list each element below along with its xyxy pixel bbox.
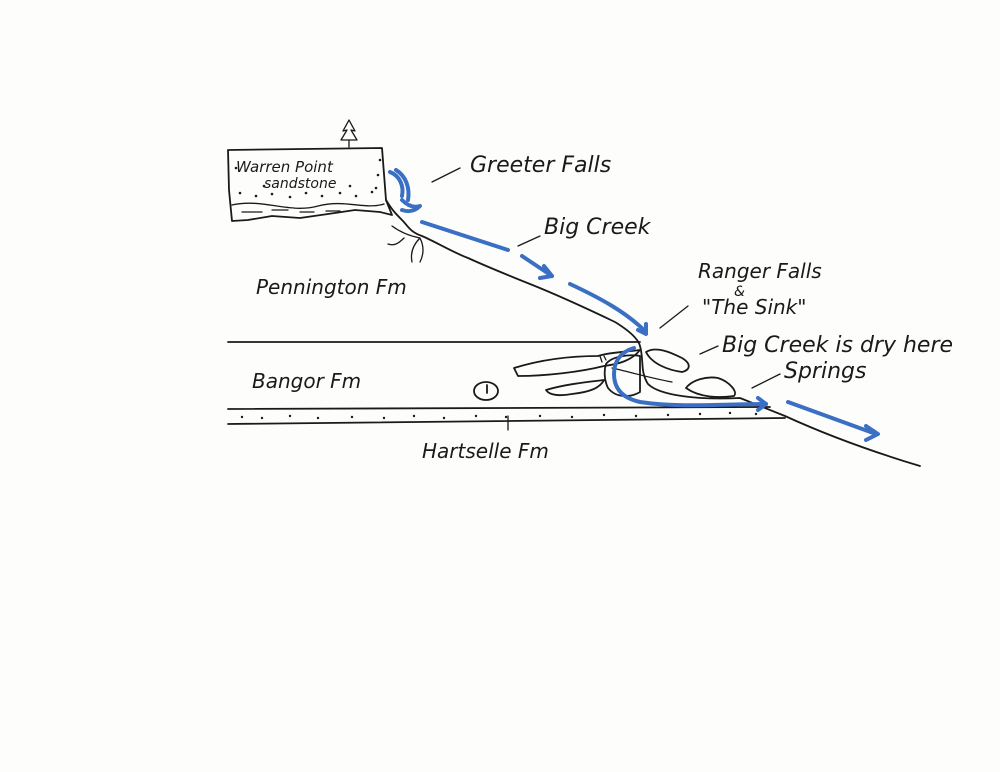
pennington-label: Pennington Fm	[256, 275, 407, 299]
water-flow	[388, 168, 880, 442]
dry-creek-label: Big Creek is dry here	[722, 333, 953, 358]
rock-overhang	[387, 225, 424, 263]
springs-outflow	[786, 400, 878, 436]
cave-passages	[513, 348, 736, 398]
tree-icon	[340, 119, 358, 148]
ampersand-label: &	[734, 284, 745, 300]
the-sink-label: "The Sink"	[702, 295, 806, 319]
hartselle-bottom-line	[227, 417, 786, 425]
big-creek-upper-flow	[420, 220, 510, 252]
springs-label: Springs	[784, 359, 866, 384]
bangor-label: Bangor Fm	[252, 369, 361, 393]
leader-lines	[431, 167, 781, 431]
fossil-icon	[473, 381, 499, 401]
hartselle-label: Hartselle Fm	[422, 439, 549, 463]
big-creek-label: Big Creek	[544, 215, 652, 240]
greeter-falls-water	[388, 170, 405, 198]
sink-underground-flow	[612, 346, 768, 408]
greeter-falls-label: Greeter Falls	[470, 153, 611, 178]
ranger-falls-label: Ranger Falls	[698, 259, 822, 283]
ground-profile	[385, 199, 921, 467]
hartselle-dots	[240, 411, 758, 420]
warren-point-label-line2: sandstone	[264, 176, 336, 192]
big-creek-lower-flow	[568, 282, 648, 334]
hartselle-top-line	[227, 406, 771, 410]
warren-point-label-line1: Warren Point	[236, 158, 334, 176]
